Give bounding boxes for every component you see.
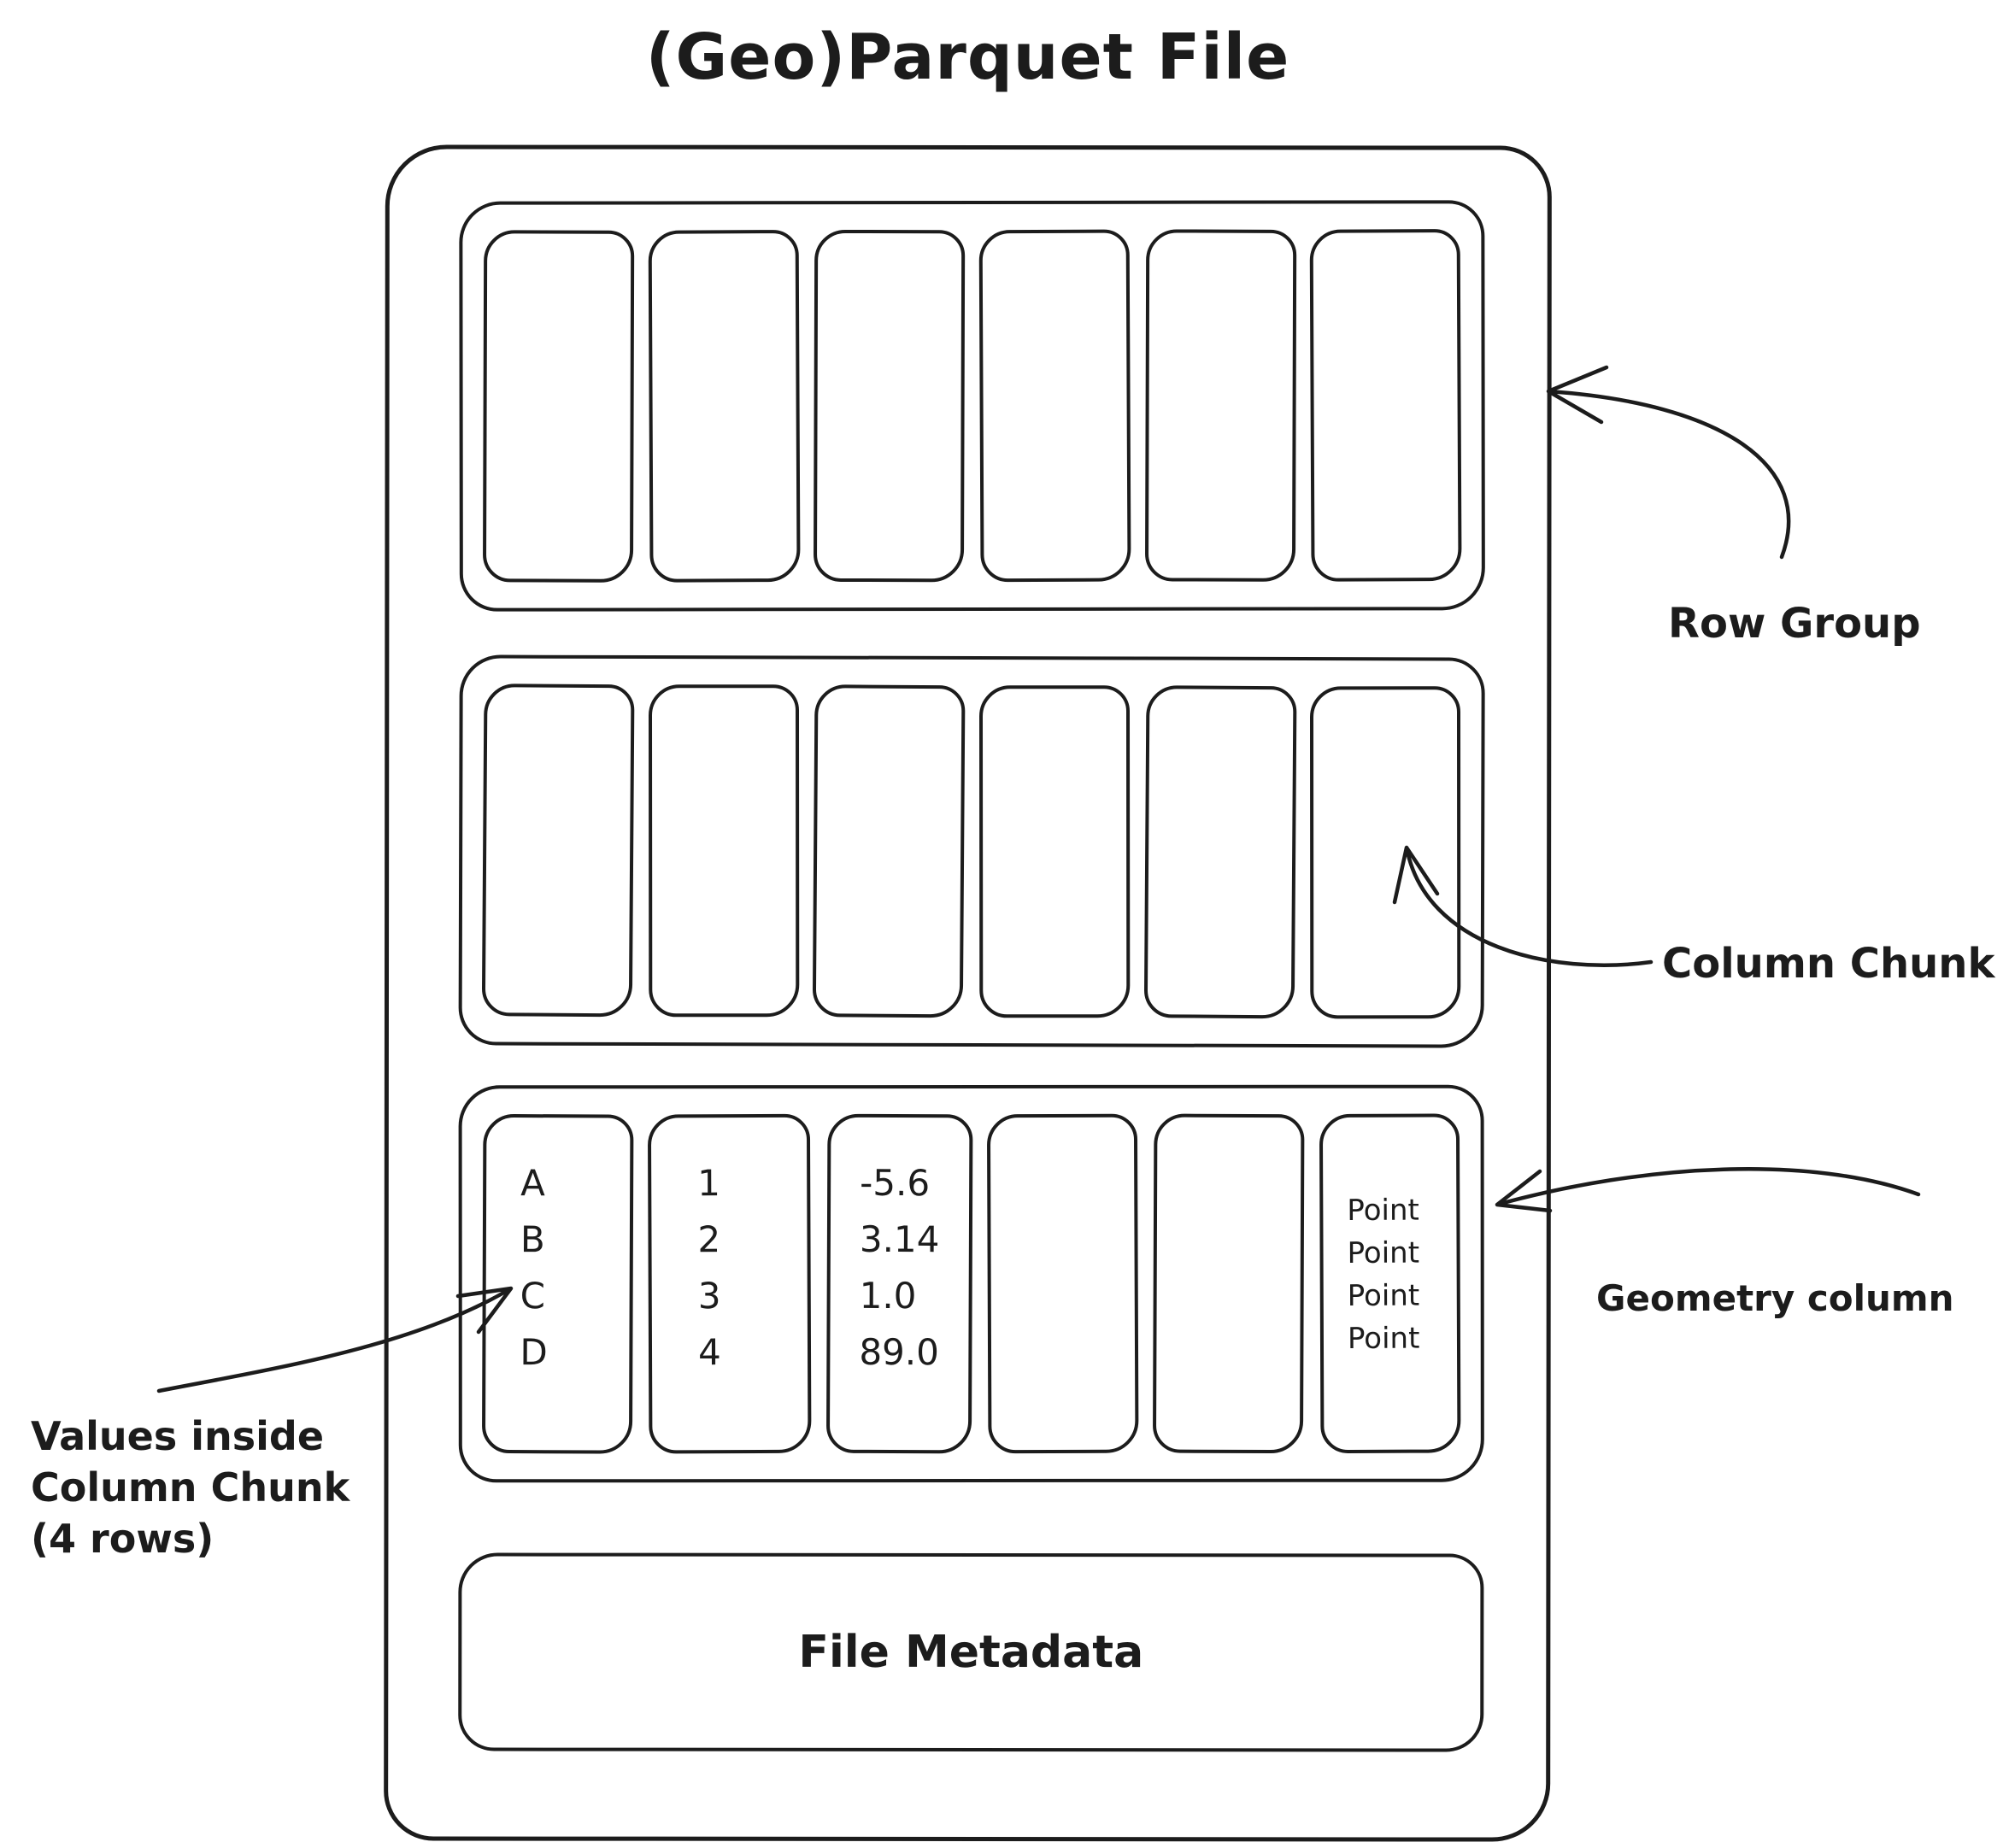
column-chunk-label: Column Chunk (1662, 940, 1995, 988)
value-line: (4 rows) (31, 1515, 214, 1562)
value-line: 2 (697, 1218, 721, 1261)
value-line: Point (1347, 1278, 1419, 1313)
value-line: 3.14 (859, 1217, 940, 1261)
value-line: 1 (697, 1162, 721, 1205)
value-line: 3 (697, 1275, 721, 1317)
value-line: -5.6 (859, 1161, 930, 1205)
value-line: Column Chunk (31, 1464, 350, 1511)
value-line: D (520, 1331, 548, 1374)
row-group-2 (458, 654, 1485, 1048)
diagram-title: (Geo)Parquet File (645, 21, 1290, 94)
value-line: Point (1347, 1235, 1419, 1270)
file-metadata-box: File Metadata (458, 1552, 1484, 1752)
column-chunk (978, 229, 1131, 583)
file-metadata-label: File Metadata (798, 1626, 1144, 1679)
column-chunk (986, 1113, 1139, 1454)
column-chunk (1143, 685, 1296, 1019)
row-group-label: Row Group (1668, 600, 1921, 648)
column-chunk (813, 684, 966, 1018)
column-chunk (648, 684, 799, 1018)
column-chunk-floats: -5.6 3.14 1.0 89.0 (825, 1113, 973, 1454)
row-group-arrow (1546, 365, 1791, 560)
value-line: 1.0 (859, 1274, 917, 1317)
value-line: Point (1346, 1193, 1419, 1228)
geometry-column-label: Geometry column (1596, 1277, 1954, 1319)
column-chunk (1310, 686, 1461, 1019)
column-chunk (978, 685, 1131, 1018)
value-line: A (520, 1162, 545, 1205)
column-chunk (481, 683, 635, 1018)
value-line: C (520, 1275, 546, 1317)
column-chunk (1309, 229, 1462, 582)
value-line: 4 (698, 1331, 722, 1374)
column-chunk (648, 229, 800, 583)
value-line: 89.0 (858, 1330, 939, 1374)
value-line: Values inside (31, 1413, 325, 1459)
row-group-1 (459, 200, 1485, 612)
geometry-column-arrow (1495, 1167, 1921, 1213)
column-chunk (814, 229, 966, 583)
column-chunk (482, 230, 634, 583)
column-chunk (1153, 1113, 1306, 1454)
value-line: Point (1347, 1321, 1420, 1356)
column-chunk-integers: 1 2 3 4 (648, 1113, 813, 1454)
column-chunk (1144, 229, 1296, 582)
value-line: B (520, 1218, 545, 1261)
